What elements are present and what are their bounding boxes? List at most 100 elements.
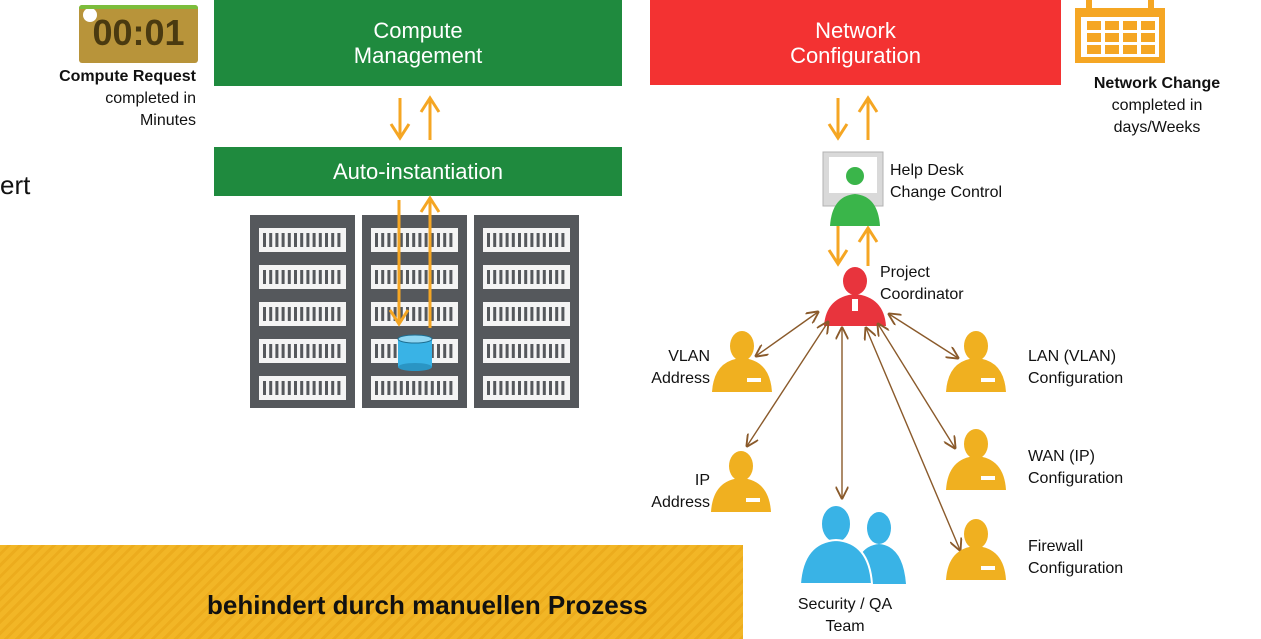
rack-vent (443, 233, 447, 247)
rack-vent (275, 344, 279, 358)
rack-vent (437, 270, 440, 284)
compute-request-caption: Compute Request completed in Minutes (0, 66, 196, 132)
rack-vent (555, 233, 559, 247)
rack-vent (524, 344, 528, 358)
rack-vent (437, 344, 440, 358)
rack-vent (406, 233, 409, 247)
rack-vent (306, 381, 310, 395)
rack-vent (318, 270, 322, 284)
rack-vent (561, 381, 565, 395)
rack-vent (393, 381, 397, 395)
rack-vent (536, 270, 540, 284)
rack-vent (399, 270, 403, 284)
help-desk-line2: Change Control (890, 184, 1003, 201)
rack-vent (325, 381, 328, 395)
rack-vent (275, 270, 279, 284)
rack-vent (325, 344, 328, 358)
rack-vent (449, 381, 453, 395)
rack-vent (493, 344, 497, 358)
rack-vent (263, 233, 266, 247)
rack-vent (263, 344, 266, 358)
rack-vent (542, 233, 546, 247)
rack-vent (493, 381, 497, 395)
firewall-person-icon (946, 519, 1006, 580)
rack-vent (524, 233, 528, 247)
rack-vent (524, 381, 528, 395)
network-configuration-line1: Network (815, 17, 896, 43)
rack-vent (337, 307, 341, 321)
rack-vent (381, 307, 385, 321)
rack-vent (430, 270, 434, 284)
rack-vent (511, 344, 515, 358)
rack-vent (437, 233, 440, 247)
rack-vent (306, 233, 310, 247)
rack-vent (337, 344, 341, 358)
rack-vent (412, 381, 416, 395)
rack-vent (499, 270, 503, 284)
rack-vent (387, 344, 391, 358)
rack-vent (318, 381, 322, 395)
rack-vent (499, 381, 503, 395)
rack-vent (331, 233, 335, 247)
network-change-line2: days/Weeks (1113, 119, 1201, 136)
rack-vent (300, 344, 304, 358)
rack-vent (387, 381, 391, 395)
rack-vent (325, 270, 328, 284)
rack-vent (269, 381, 273, 395)
rack-vent (443, 381, 447, 395)
project-coordinator-line1: Project (880, 264, 930, 281)
rack-vent (499, 307, 503, 321)
rack-vent (393, 344, 397, 358)
rack-vent (387, 233, 391, 247)
rack-vent (505, 270, 509, 284)
rack-vent (555, 307, 559, 321)
rack-vent (561, 307, 565, 321)
rack-vent (294, 307, 297, 321)
rack-vent (487, 307, 490, 321)
rack-vent (518, 307, 521, 321)
bottom-banner (0, 545, 743, 639)
rack-vent (275, 233, 279, 247)
rack-vent (387, 307, 391, 321)
rack-vent (312, 381, 316, 395)
lan-person-icon (946, 331, 1006, 392)
rack-vent (487, 270, 490, 284)
rack-vent (530, 233, 534, 247)
rack-slots (259, 228, 570, 400)
rack-vent (287, 307, 291, 321)
rack-vent (549, 381, 552, 395)
vlan-person-icon (712, 331, 772, 392)
calendar-icon (1075, 0, 1165, 63)
compute-management-line2: Management (353, 43, 483, 68)
rack-vent (337, 233, 341, 247)
rack-vent (269, 233, 273, 247)
banner-text: behindert durch manuellen Prozess (207, 590, 648, 620)
rack-vent (549, 270, 552, 284)
rack-vent (412, 270, 416, 284)
rack-vent (406, 307, 409, 321)
rack-vent (306, 307, 310, 321)
rack-vent (430, 307, 434, 321)
lan-config-line2: Configuration (1028, 370, 1124, 387)
rack-vent (561, 270, 565, 284)
rack-vent (536, 344, 540, 358)
rack-vent (375, 307, 378, 321)
rack-vent (312, 307, 316, 321)
compute-management-line1: Compute (373, 18, 463, 43)
rack-vent (381, 270, 385, 284)
network-change-caption: Network Change completed in days/Weeks (1062, 73, 1252, 139)
rack-vent (375, 270, 378, 284)
ip-address-label: IP Address (642, 470, 710, 514)
rack-vent (318, 307, 322, 321)
rack-vent (505, 307, 509, 321)
rack-vent (269, 270, 273, 284)
rack-vent (287, 233, 291, 247)
timer-accent (83, 8, 97, 22)
rack-vent (424, 381, 428, 395)
rack-vent (511, 270, 515, 284)
rack-vent (424, 233, 428, 247)
rack-vent (542, 270, 546, 284)
rack-vent (505, 233, 509, 247)
rack-vent (318, 233, 322, 247)
rack-vent (387, 270, 391, 284)
